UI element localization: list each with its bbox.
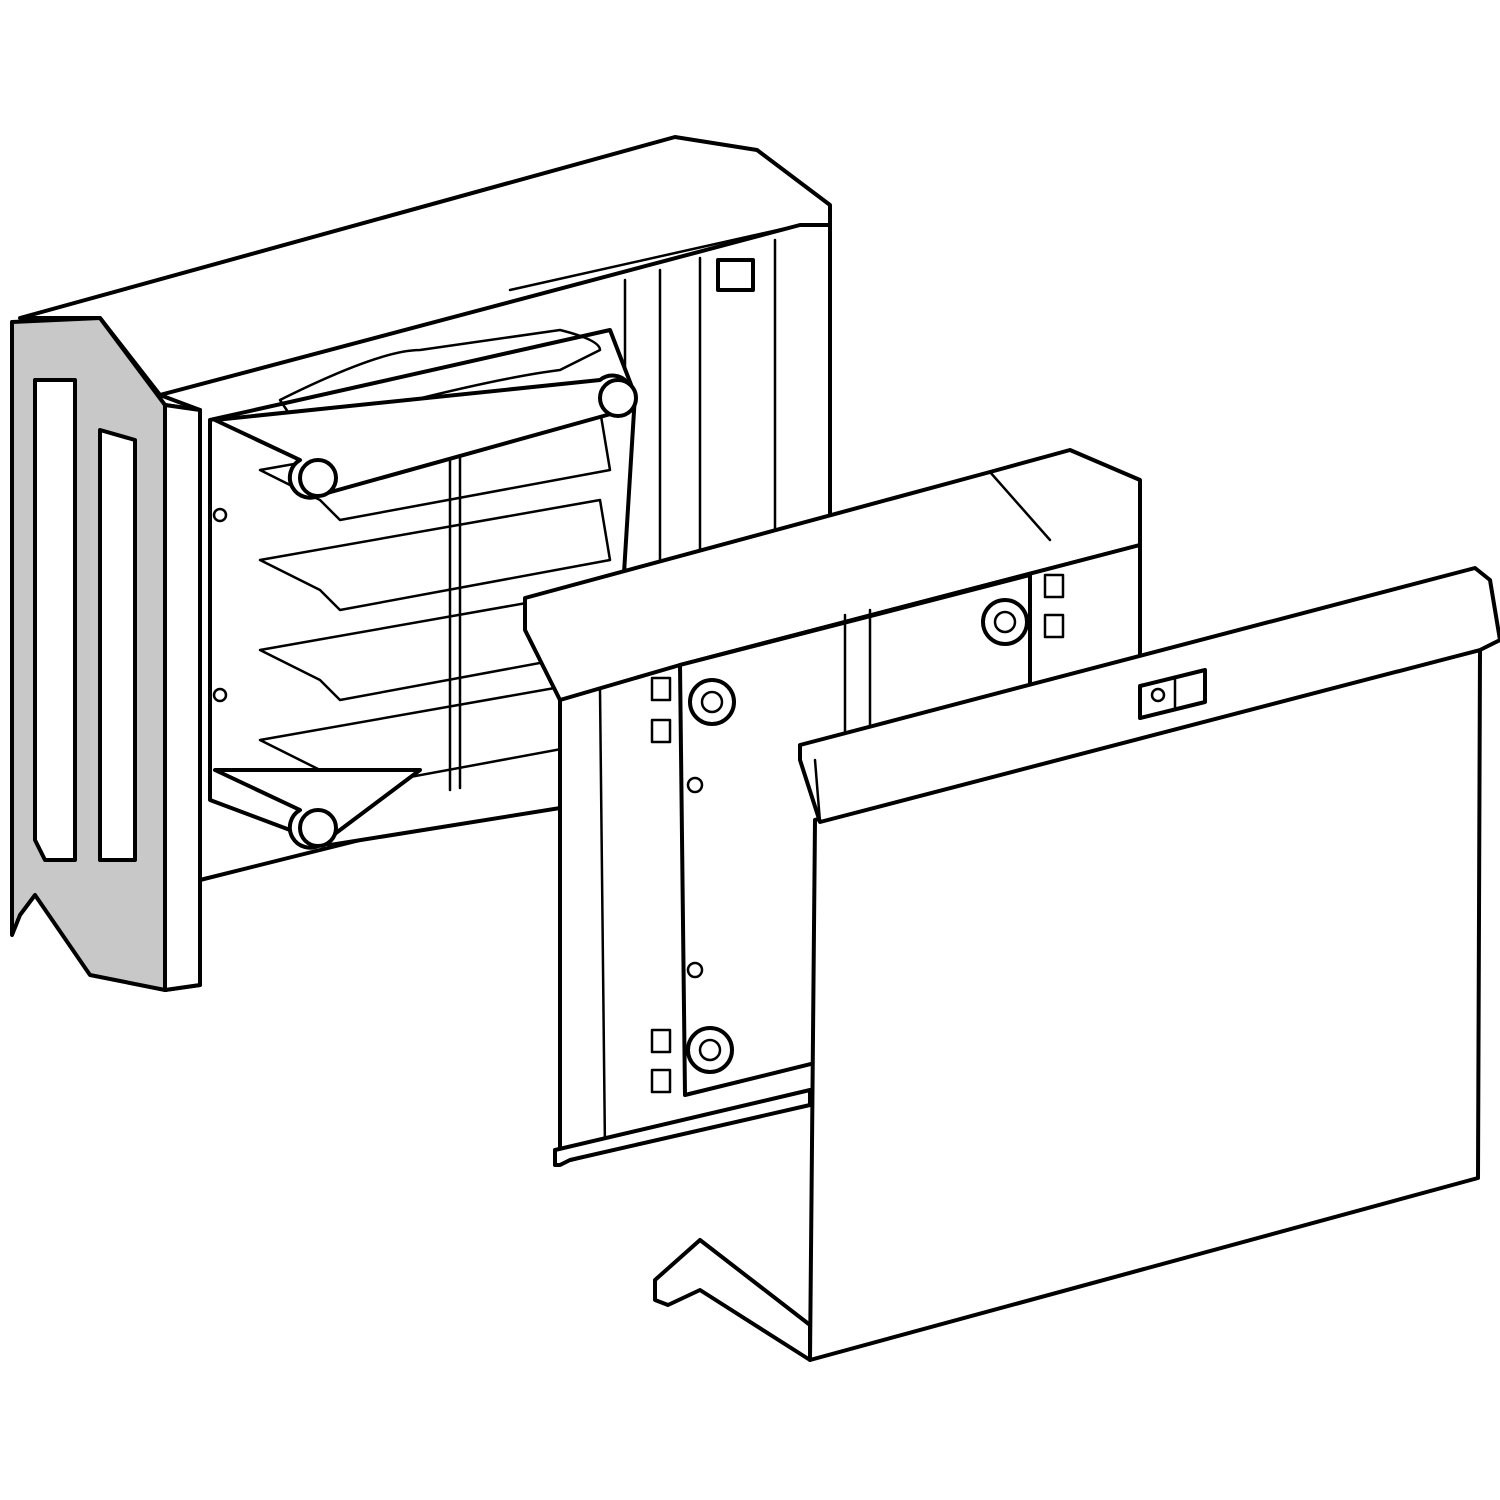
- lower-rod-end: [298, 808, 338, 848]
- coupling-ridge: [988, 470, 1052, 542]
- busbar-tier-4: [258, 678, 612, 792]
- hex-bolt: [981, 598, 1029, 646]
- latch-screw: [1150, 687, 1166, 703]
- front-cover: [653, 566, 1500, 1362]
- screw-hole: [686, 776, 704, 794]
- end-panel-front-face: [163, 403, 202, 992]
- cover-bottom-channel: [653, 1238, 812, 1362]
- end-panel-slot-left: [33, 378, 77, 862]
- hex-bolt-head: [698, 1038, 722, 1062]
- coupling-bottom-channel: [553, 1088, 812, 1167]
- bolts: [686, 598, 1029, 1074]
- slot: [1043, 573, 1065, 599]
- hex-bolt-head: [700, 690, 724, 714]
- slot: [650, 1068, 672, 1094]
- coupling-flange-edge: [598, 688, 607, 1152]
- support-rods: [213, 373, 638, 850]
- lip-edge: [813, 758, 822, 824]
- busbar-tier-2: [258, 498, 612, 612]
- slot: [650, 676, 672, 702]
- screw-hole: [212, 687, 228, 703]
- cover-latch: [1138, 668, 1207, 720]
- hex-bolt-head: [993, 610, 1017, 634]
- screw-hole: [212, 507, 228, 523]
- slot: [650, 718, 672, 744]
- hex-bolt: [686, 1026, 734, 1074]
- screw-hole: [686, 961, 704, 979]
- slot: [650, 1028, 672, 1054]
- upper-rod-end: [298, 458, 338, 498]
- slot: [1043, 613, 1065, 639]
- housing-clip: [716, 258, 755, 292]
- hex-bolt: [688, 678, 736, 726]
- end-panel-slot-right: [98, 428, 137, 862]
- housing-inner-edge: [508, 223, 802, 292]
- upper-rod-end: [598, 378, 638, 418]
- latch-window: [1138, 668, 1207, 720]
- busbar-connector-block: [208, 328, 638, 850]
